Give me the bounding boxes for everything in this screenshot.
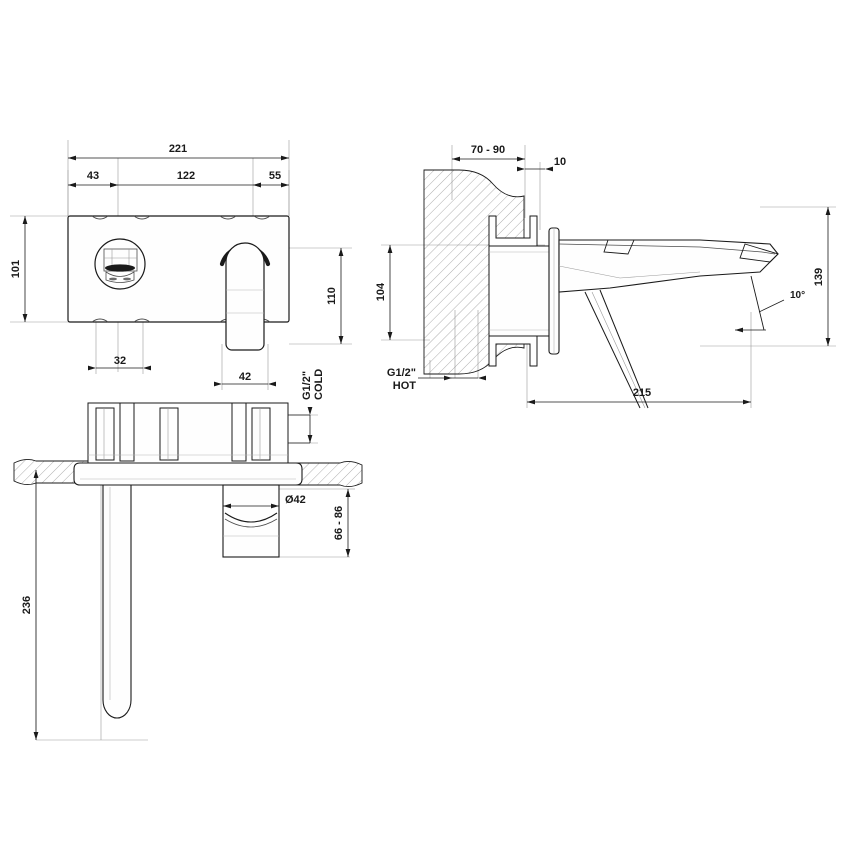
side-view-group: 70 - 90 10 104 139 215 10° G1/2" [375,144,836,409]
dim-plate-projection-10: 10 [517,156,566,172]
plan-aerator-cylinder [222,484,280,558]
concealed-body [488,215,550,367]
dim-label-10: 10 [554,156,566,168]
plan-wall-slab [13,458,363,488]
dim-right-55: 55 [253,170,289,188]
aerator-rosette [94,238,146,290]
wall-flange-plate [548,227,560,355]
dim-label-42: 42 [239,371,251,383]
hot-label-line2: HOT [393,380,417,392]
dim-aerator-diameter-42: Ø42 [223,494,306,509]
dim-spout-reach-215: 215 [527,387,751,405]
cold-label-line1: G1/2" [301,371,313,400]
dim-label-10-degrees: 10° [790,290,805,301]
plan-view-group: Ø42 66 - 86 236 G1/2" COLD [13,369,363,741]
dim-spout-drop-236: 236 [21,470,39,740]
dim-lever-height-110: 110 [326,248,344,344]
dim-label-104: 104 [375,282,387,301]
front-view-group: 221 43 122 55 101 110 32 42 [10,140,352,390]
dim-wall-to-center-104: 104 [375,245,393,340]
spout-profile [558,239,779,409]
dim-spout-height-139: 139 [813,207,831,346]
dim-label-101: 101 [10,260,22,278]
dim-label-139: 139 [813,268,825,286]
dim-label-55: 55 [269,170,281,182]
label-cold-inlet: G1/2" COLD [288,369,325,444]
cold-label-line2: COLD [313,369,325,400]
dim-lever-width-42: 42 [214,371,276,387]
label-hot-inlet: G1/2" HOT [387,367,486,392]
dim-height-101: 101 [10,216,28,322]
dim-label-122: 122 [177,170,195,182]
dim-spout-angle-10deg: 10° [735,275,805,333]
dim-aerator-offset-32: 32 [88,355,151,371]
plan-escutcheon-plate [73,462,303,486]
dim-label-215: 215 [633,387,651,399]
dim-label-diameter-42: Ø42 [285,494,306,506]
dim-aerator-range-66-86: 66 - 86 [333,489,351,557]
dim-label-32: 32 [114,355,126,367]
plan-body-block [87,402,289,464]
dim-wall-thickness-70-90: 70 - 90 [452,144,525,162]
front-lever-handle [219,242,271,351]
dim-label-70-90: 70 - 90 [471,144,505,156]
dim-label-236: 236 [21,596,33,614]
dim-overall-width-221: 221 [68,143,289,161]
dim-label-221: 221 [169,143,187,155]
dim-label-110: 110 [326,287,338,305]
dim-left-43: 43 [68,170,118,188]
dim-label-66-86: 66 - 86 [333,506,345,540]
dim-label-43: 43 [87,170,99,182]
dim-center-122: 122 [110,170,261,188]
hot-label-line1: G1/2" [387,367,416,379]
plan-spout-arm [102,484,132,719]
